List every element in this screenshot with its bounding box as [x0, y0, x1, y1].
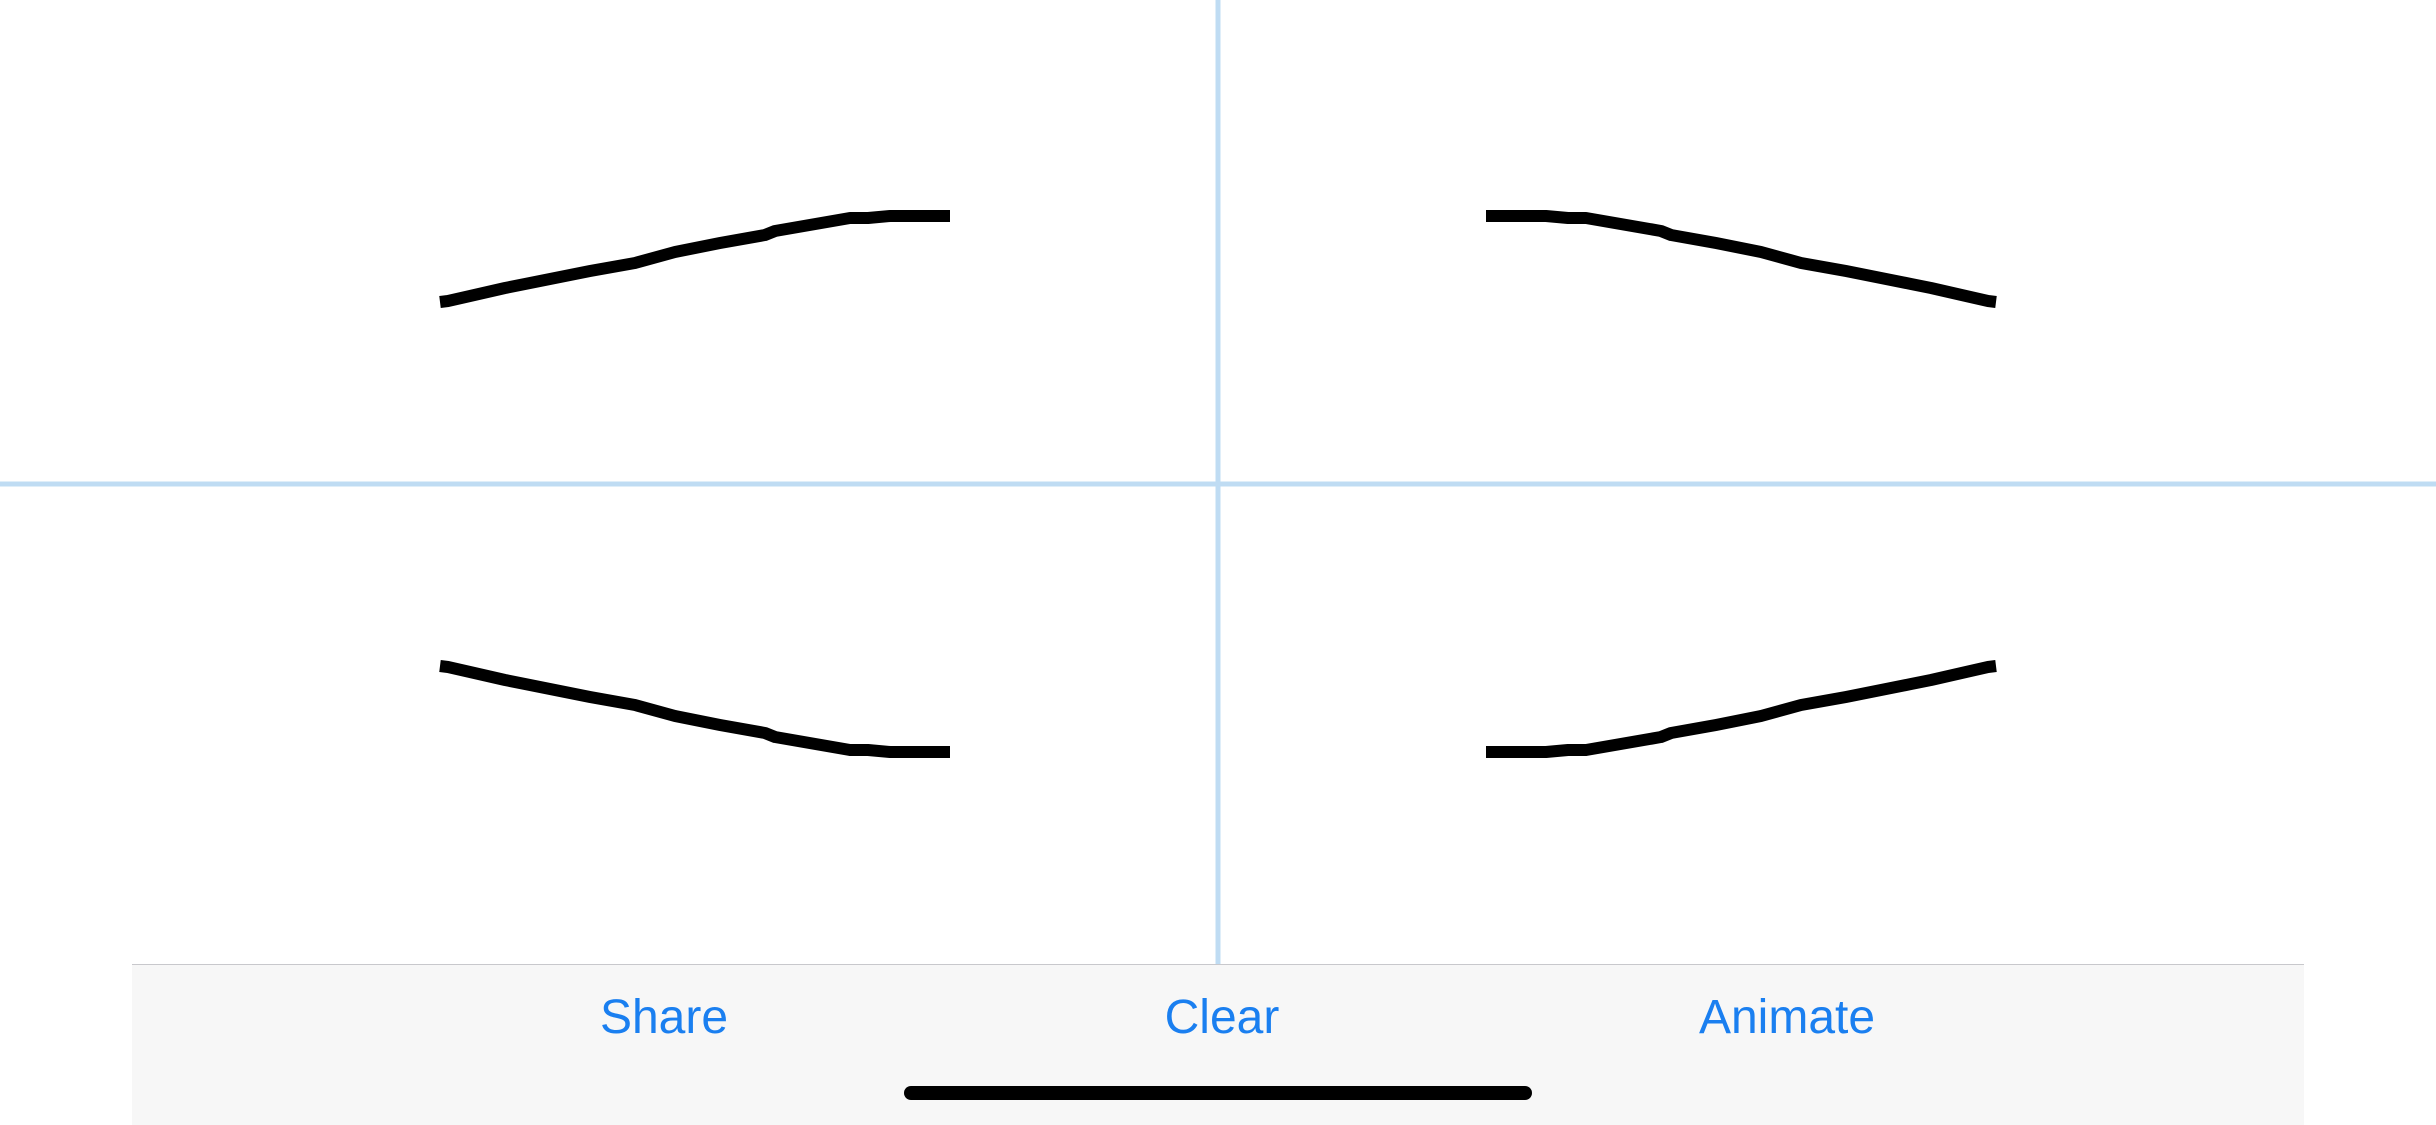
drawn-stroke-top-left — [439, 210, 950, 308]
canvas-svg — [0, 0, 2436, 966]
drawn-stroke-top-right — [1486, 210, 1997, 308]
home-indicator[interactable] — [904, 1086, 1532, 1100]
drawn-stroke-bottom-left — [439, 660, 950, 758]
bottom-toolbar: Share Clear Animate — [132, 964, 2304, 1125]
drawn-stroke-bottom-right — [1486, 660, 1997, 758]
animate-button[interactable]: Animate — [1672, 983, 1902, 1053]
share-button[interactable]: Share — [564, 983, 764, 1053]
symmetry-drawing-canvas[interactable] — [0, 0, 2436, 966]
clear-button[interactable]: Clear — [1122, 983, 1322, 1053]
